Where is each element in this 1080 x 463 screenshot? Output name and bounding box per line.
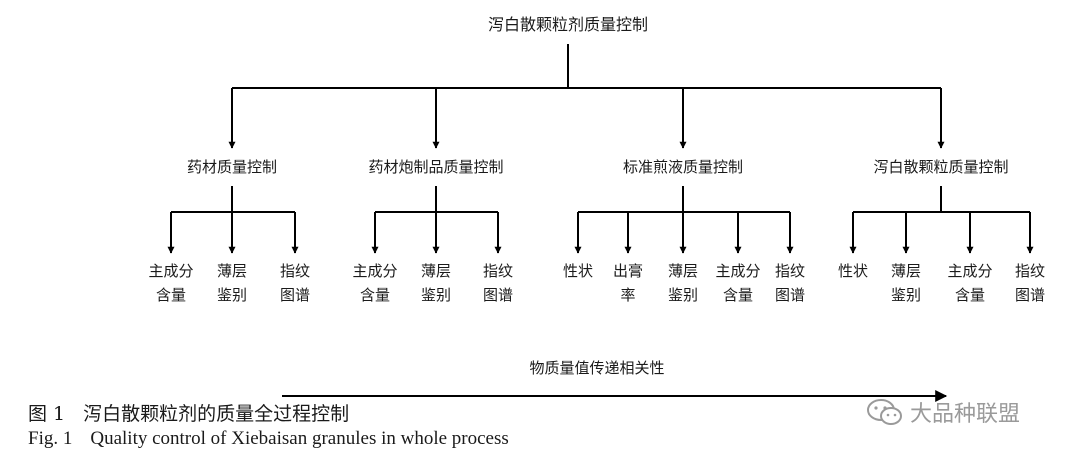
child-node-3-4-line-2: 含量 — [723, 286, 753, 304]
child-node-2-2-line-2: 鉴别 — [421, 286, 451, 304]
figure-title-cn: 泻白散颗粒剂的质量全过程控制 — [83, 403, 350, 425]
figure-number-cn: 图 1 — [28, 403, 66, 425]
child-node-4-4-line-2: 图谱 — [1015, 286, 1045, 304]
child-node-2-3-line-2: 图谱 — [483, 286, 513, 304]
group-node-4: 泻白散颗粒质量控制 — [873, 158, 1008, 176]
child-node-1-3-line-2: 图谱 — [280, 286, 310, 304]
child-node-2-1-line-2: 含量 — [360, 286, 390, 304]
child-node-3-2-line-1: 出膏 — [613, 262, 643, 280]
figure-number-en: Fig. 1 — [28, 428, 73, 449]
transfer-label: 物质量值传递相关性 — [529, 359, 664, 377]
child-node-1-1-line-1: 主成分 — [148, 262, 193, 280]
child-node-3-4-line-1: 主成分 — [715, 262, 760, 280]
child-node-4-1-line-1: 性状 — [838, 262, 868, 280]
watermark-text: 大品种联盟 — [910, 402, 1021, 427]
child-node-4-3-line-1: 主成分 — [947, 262, 992, 280]
child-node-2-1-line-1: 主成分 — [352, 262, 397, 280]
child-node-3-1-line-1: 性状 — [563, 262, 593, 280]
child-node-1-3-line-1: 指纹 — [280, 262, 310, 280]
child-node-3-5-line-1: 指纹 — [775, 262, 805, 280]
child-node-4-2-line-1: 薄层 — [891, 262, 921, 280]
child-node-3-2-line-2: 率 — [620, 286, 635, 304]
root-node: 泻白散颗粒剂质量控制 — [488, 15, 648, 34]
figure-title-en: Quality control of Xiebaisan granules in… — [90, 428, 509, 449]
child-node-1-1-line-2: 含量 — [156, 286, 186, 304]
group-node-2: 药材炮制品质量控制 — [368, 158, 503, 176]
figure-caption-cn: 图 1 泻白散颗粒剂的质量全过程控制 — [28, 399, 349, 426]
child-node-2-3-line-1: 指纹 — [483, 262, 513, 280]
child-node-1-2-line-1: 薄层 — [217, 262, 247, 280]
child-node-3-5-line-2: 图谱 — [775, 286, 805, 304]
watermark: 大品种联盟 — [866, 396, 1020, 428]
child-node-3-3-line-1: 薄层 — [668, 262, 698, 280]
child-node-1-2-line-2: 鉴别 — [217, 286, 247, 304]
wechat-icon — [867, 399, 902, 425]
group-node-3: 标准煎液质量控制 — [623, 158, 743, 176]
child-node-3-3-line-2: 鉴别 — [668, 286, 698, 304]
figure-caption-en: Fig. 1 Quality control of Xiebaisan granu… — [28, 428, 509, 450]
group-node-1: 药材质量控制 — [187, 158, 277, 176]
child-node-4-3-line-2: 含量 — [955, 286, 985, 304]
child-node-2-2-line-1: 薄层 — [421, 262, 451, 280]
child-node-4-2-line-2: 鉴别 — [891, 286, 921, 304]
child-node-4-4-line-1: 指纹 — [1015, 262, 1045, 280]
